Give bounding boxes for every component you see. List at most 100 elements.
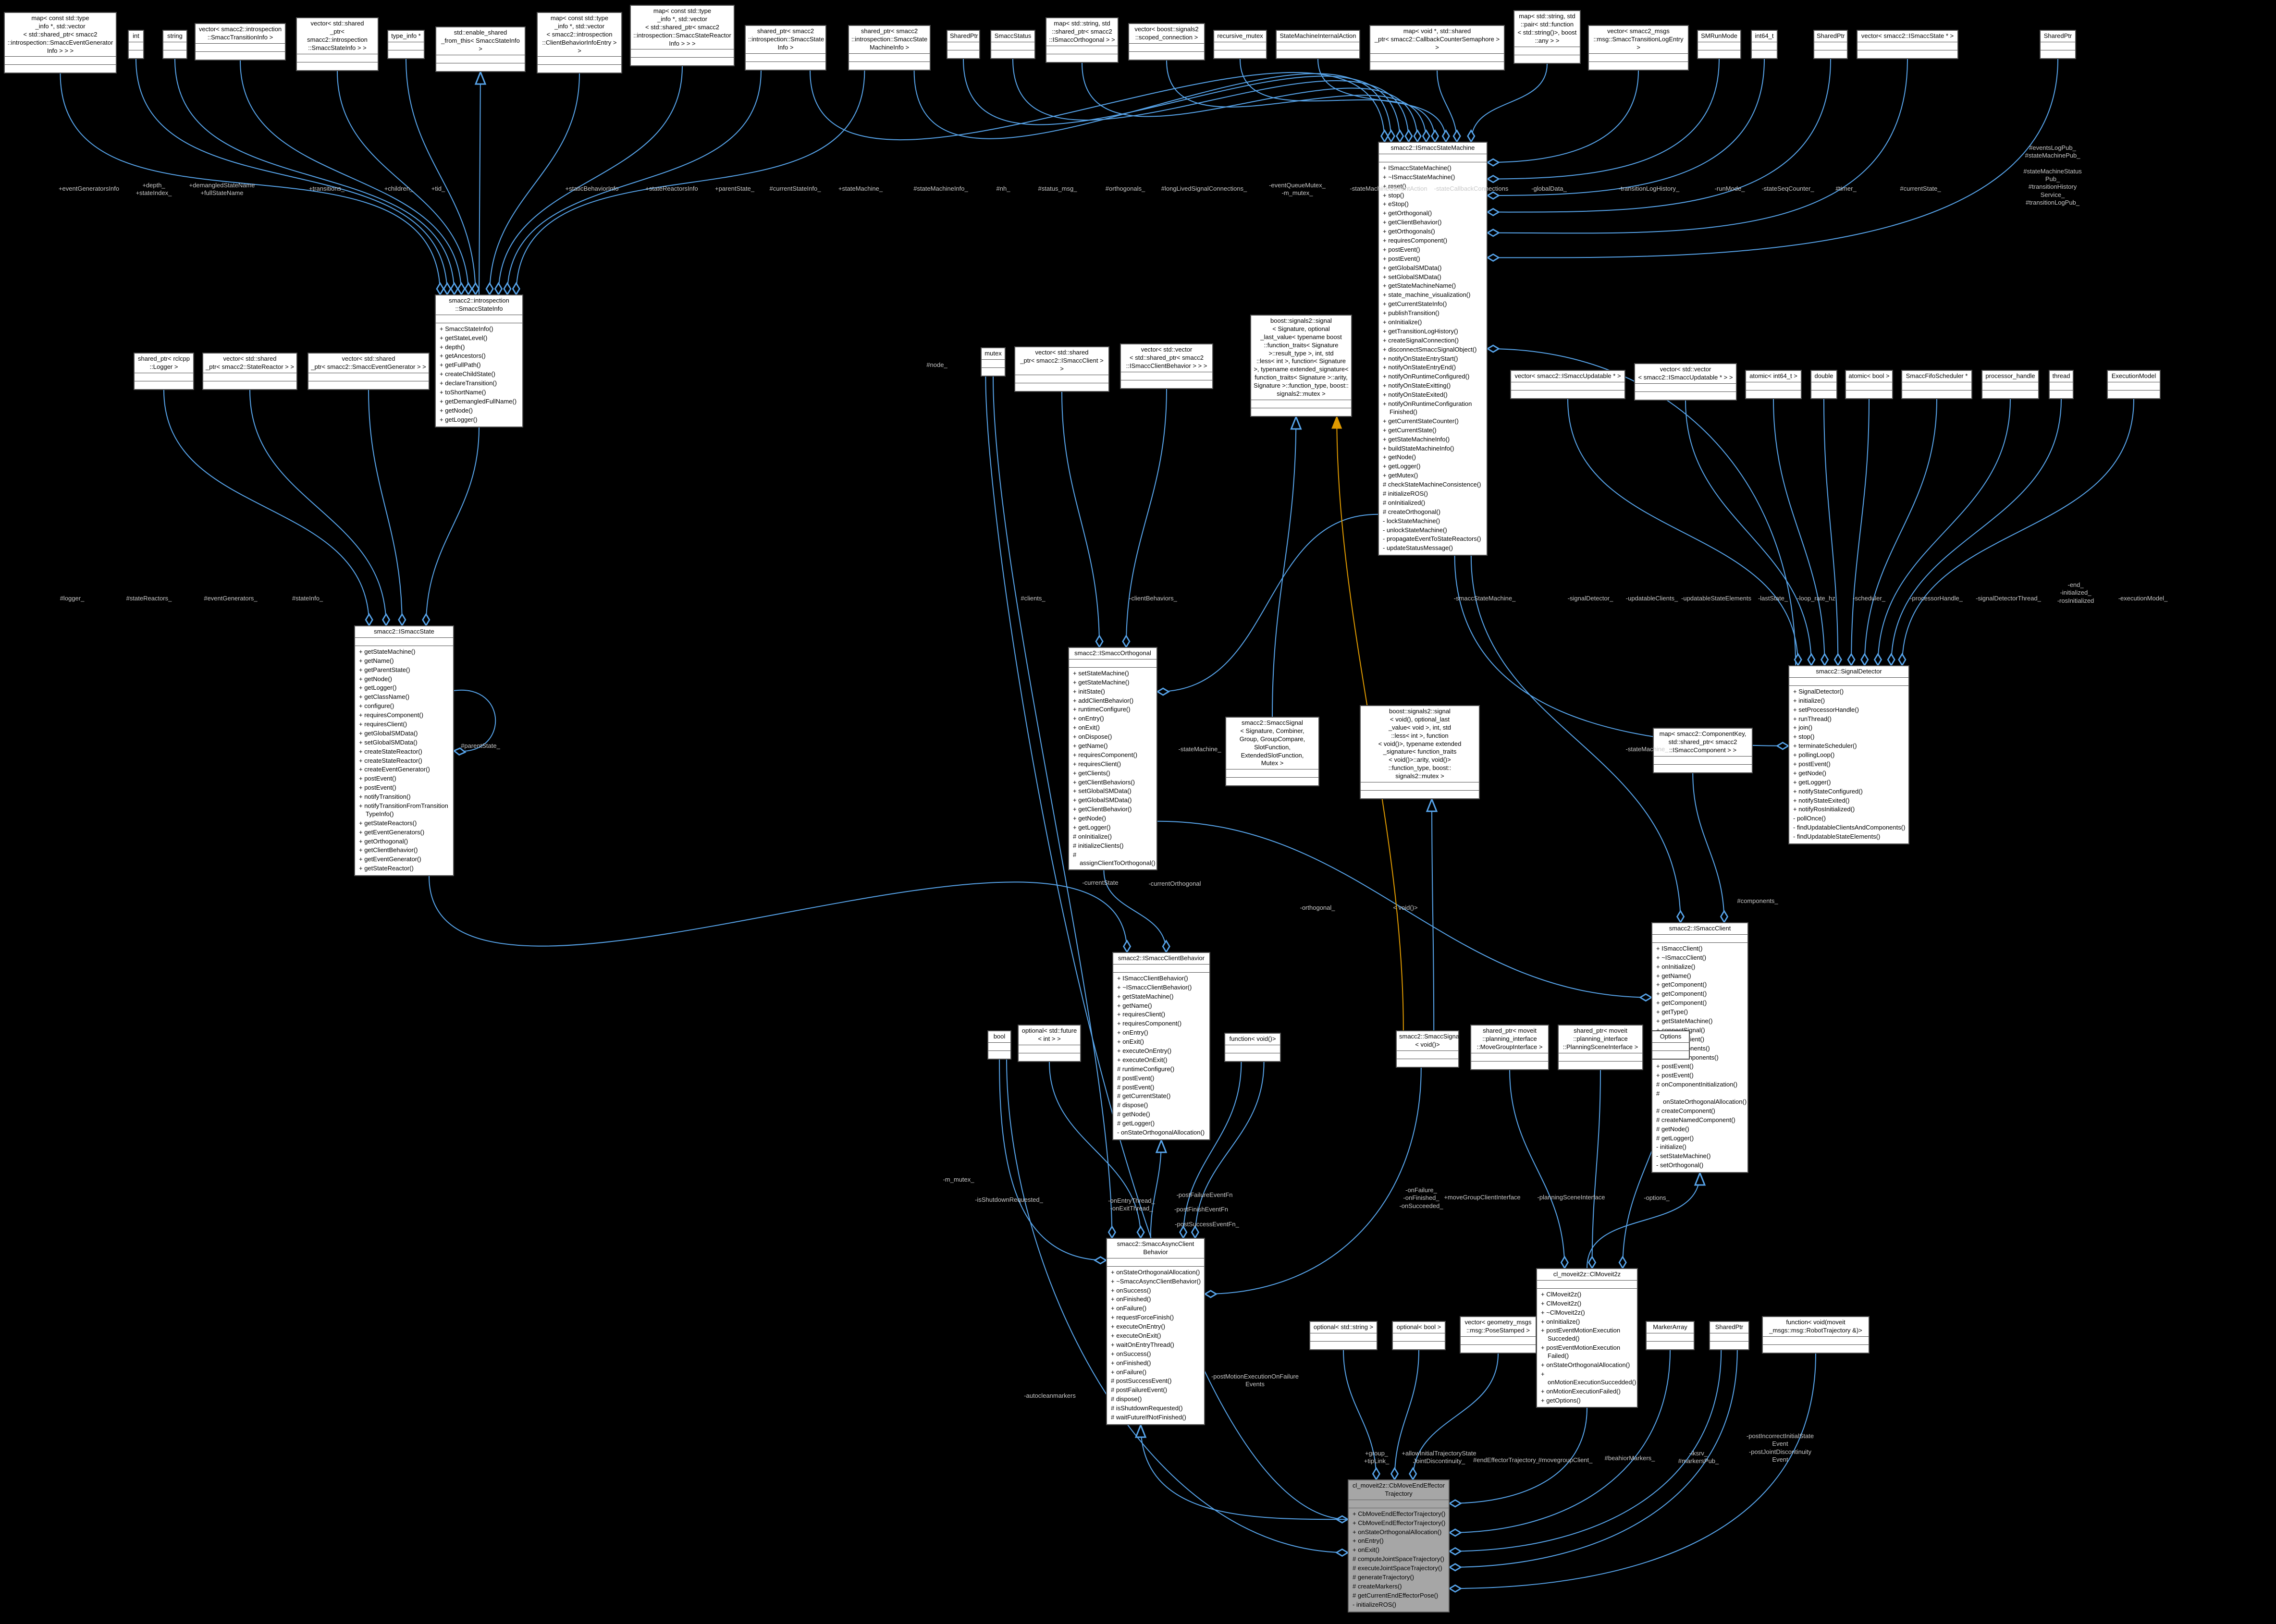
methods-compartment-empty xyxy=(1310,1342,1377,1349)
class-box-T22[interactable]: int64_t xyxy=(1751,30,1778,59)
edge-label: -lastState_ xyxy=(1758,595,1788,602)
class-box-R8[interactable]: thread xyxy=(2049,370,2074,399)
class-box-B1[interactable]: optional< std::string > xyxy=(1309,1321,1378,1350)
class-box-boolB[interactable]: bool xyxy=(987,1030,1011,1060)
class-box-T20[interactable]: vector< smacc2_msgs ::msg::SmaccTransiti… xyxy=(1588,25,1689,71)
class-member: + createChildState() xyxy=(440,370,495,378)
class-box-B3[interactable]: vector< geometry_msgs ::msg::PoseStamped… xyxy=(1460,1316,1537,1354)
class-member: + notifyTransitionFromTransition TypeInf… xyxy=(359,802,448,818)
class-box-IST[interactable]: smacc2::ISmaccState+ getStateMachine()+ … xyxy=(354,625,454,877)
class-box-L1[interactable]: shared_ptr< rclcpp ::Logger > xyxy=(134,353,194,390)
class-box-R7[interactable]: processor_handle xyxy=(1981,370,2039,399)
class-member: + onExit() xyxy=(1073,724,1100,732)
class-box-T25[interactable]: SharedPtr xyxy=(2040,30,2076,59)
class-box-T8[interactable]: map< const std::type _info *, std::vecto… xyxy=(537,12,622,74)
class-box-L2[interactable]: vector< std::shared _ptr< smacc2::StateR… xyxy=(202,353,297,390)
class-box-T11[interactable]: shared_ptr< smacc2 ::introspection::Smac… xyxy=(848,25,931,71)
class-title: smacc2::SignalDetector xyxy=(1789,666,1908,678)
attributes-compartment xyxy=(1752,42,1777,50)
class-box-MA[interactable]: MarkerArray xyxy=(1646,1321,1695,1350)
class-box-F1[interactable]: function< void()> xyxy=(1224,1033,1281,1062)
class-box-T9[interactable]: map< const std::type _info *, std::vecto… xyxy=(630,5,735,67)
class-box-SACB[interactable]: smacc2::SmaccAsyncClient Behavior+ onSta… xyxy=(1106,1238,1205,1425)
class-box-R3[interactable]: atomic< int64_t > xyxy=(1745,370,1802,399)
methods-compartment-empty xyxy=(1514,55,1580,63)
edge-label: #eventGenerators_ xyxy=(204,595,258,602)
class-member: # executeJointSpaceTrajectory() xyxy=(1353,1564,1442,1572)
class-box-OF[interactable]: optional< std::future < int > > xyxy=(1018,1025,1081,1062)
class-box-T2[interactable]: int xyxy=(128,30,144,59)
class-box-T4[interactable]: vector< smacc2::introspection ::SmaccTra… xyxy=(195,23,286,61)
class-box-ORT[interactable]: smacc2::ISmaccOrthogonal+ setStateMachin… xyxy=(1068,647,1157,871)
attributes-compartment xyxy=(203,373,296,381)
class-box-L5[interactable]: vector< std::shared _ptr< smacc2::ISmacc… xyxy=(1014,346,1109,392)
class-box-T18[interactable]: map< void *, std::shared _ptr< smacc2::C… xyxy=(1369,25,1505,71)
class-box-PSI[interactable]: shared_ptr< moveit ::planning_interface … xyxy=(1558,1025,1643,1070)
class-box-T23[interactable]: SharedPtr xyxy=(1813,30,1848,59)
attributes-compartment xyxy=(1789,678,1908,686)
class-member: - initializeROS() xyxy=(1353,1600,1397,1608)
class-box-MGI[interactable]: shared_ptr< moveit ::planning_interface … xyxy=(1470,1025,1549,1070)
class-title: type_info * xyxy=(388,31,424,42)
class-box-R6[interactable]: SmaccFifoScheduler * xyxy=(1901,370,1972,399)
edge-ISM-SD xyxy=(1454,555,1788,746)
class-box-SS2[interactable]: smacc2::SmaccSignal < void()> xyxy=(1396,1030,1461,1068)
class-box-T15[interactable]: vector< boost::signals2 ::scoped_connect… xyxy=(1128,23,1205,61)
class-box-L6[interactable]: vector< std::vector < std::shared_ptr< s… xyxy=(1120,343,1213,389)
class-box-MC[interactable]: map< smacc2::ComponentKey, std::shared_p… xyxy=(1653,728,1753,773)
class-box-SST[interactable]: smacc2::SmaccSignal < Signature, Combine… xyxy=(1225,717,1319,787)
class-member: + SignalDetector() xyxy=(1793,687,1844,695)
class-member: + getName() xyxy=(359,657,394,664)
edge-label: -postSuccessEventFn_ xyxy=(1175,1221,1239,1228)
class-box-FB6[interactable]: function< void(moveit _msgs::msg::RobotT… xyxy=(1762,1316,1870,1354)
class-box-T21[interactable]: SMRunMode xyxy=(1697,30,1741,59)
edge-label: +parentState_ xyxy=(714,185,755,192)
class-title: vector< smacc2::ISmaccUpdatable * > xyxy=(1511,371,1624,382)
class-box-T19[interactable]: map< std::string, std ::pair< std::funct… xyxy=(1513,10,1581,64)
edge-boolB-CbMET xyxy=(1006,1059,1348,1552)
class-box-S1[interactable]: boost::signals2::signal < Signature, opt… xyxy=(1250,315,1352,417)
class-box-B2[interactable]: optional< bool > xyxy=(1392,1321,1446,1350)
class-box-T24[interactable]: vector< smacc2::ISmaccState * > xyxy=(1857,30,1958,59)
class-box-T16[interactable]: recursive_mutex xyxy=(1213,30,1267,59)
class-box-T1[interactable]: map< const std::type _info *, std::vecto… xyxy=(4,12,117,74)
class-box-R4[interactable]: double xyxy=(1810,370,1837,399)
class-box-SSI[interactable]: smacc2::introspection ::SmaccStateInfo+ … xyxy=(435,294,523,427)
class-box-R5[interactable]: atomic< bool > xyxy=(1845,370,1893,399)
edge-label: #endEffectorTrajectory_ xyxy=(1473,1456,1540,1464)
class-box-T17[interactable]: StateMachineInternalAction xyxy=(1276,30,1360,59)
class-box-ICB[interactable]: smacc2::ISmaccClientBehavior+ ISmaccClie… xyxy=(1112,952,1210,1140)
class-title: function< void()> xyxy=(1225,1034,1280,1045)
class-box-SD[interactable]: smacc2::SignalDetector+ SignalDetector()… xyxy=(1788,665,1909,845)
class-box-T14[interactable]: map< std::string, std ::shared_ptr< smac… xyxy=(1046,17,1119,63)
class-box-T7[interactable]: std::enable_shared _from_this< SmaccStat… xyxy=(435,26,526,72)
class-box-CbMET[interactable]: cl_moveit2z::CbMoveEndEffector Trajector… xyxy=(1348,1479,1450,1612)
class-box-T6[interactable]: type_info * xyxy=(387,30,425,59)
class-member: + onMotionExecutionSuccedded() xyxy=(1541,1370,1636,1386)
class-box-T13[interactable]: SmaccStatus xyxy=(990,30,1035,59)
class-box-L4[interactable]: mutex xyxy=(981,347,1006,377)
edge-T18-ISM xyxy=(1437,70,1457,142)
edge-label: -stateSeqCounter_ xyxy=(1761,185,1814,192)
class-box-SP5[interactable]: SharedPtr xyxy=(1709,1321,1749,1350)
attributes-compartment xyxy=(1471,1053,1548,1062)
class-box-ISM[interactable]: smacc2::ISmaccStateMachine+ ISmaccStateM… xyxy=(1378,142,1488,556)
class-box-BSV[interactable]: boost::signals2::signal < void(), option… xyxy=(1360,705,1480,800)
class-member: + requiresComponent() xyxy=(1383,237,1448,244)
edge-SST-S1 xyxy=(1272,417,1296,717)
class-member: + getFullPath() xyxy=(440,361,481,369)
class-box-T3[interactable]: string xyxy=(162,30,187,59)
class-member: + getEventGenerators() xyxy=(359,828,425,836)
class-box-T5[interactable]: vector< std::shared _ptr< smacc2::intros… xyxy=(296,17,379,71)
class-box-R9[interactable]: ExecutionModel xyxy=(2107,370,2161,399)
class-box-OPT[interactable]: Options xyxy=(1651,1030,1690,1060)
class-box-L3[interactable]: vector< std::shared _ptr< smacc2::SmaccE… xyxy=(308,353,430,390)
class-box-T12[interactable]: SharedPtr xyxy=(947,30,980,59)
class-box-T10[interactable]: shared_ptr< smacc2 ::introspection::Smac… xyxy=(745,25,826,71)
methods-compartment: + ISmaccStateMachine()+ ~ISmaccStateMach… xyxy=(1379,162,1487,555)
class-title: vector< smacc2::ISmaccState * > xyxy=(1858,31,1957,42)
class-box-R1[interactable]: vector< smacc2::ISmaccUpdatable * > xyxy=(1510,370,1625,399)
class-box-CM[interactable]: cl_moveit2z::ClMoveit2z+ ClMoveit2z()+ C… xyxy=(1536,1268,1638,1408)
class-box-R2[interactable]: vector< std::vector < smacc2::ISmaccUpda… xyxy=(1634,363,1737,401)
class-member: + ~ISmaccStateMachine() xyxy=(1383,173,1455,181)
